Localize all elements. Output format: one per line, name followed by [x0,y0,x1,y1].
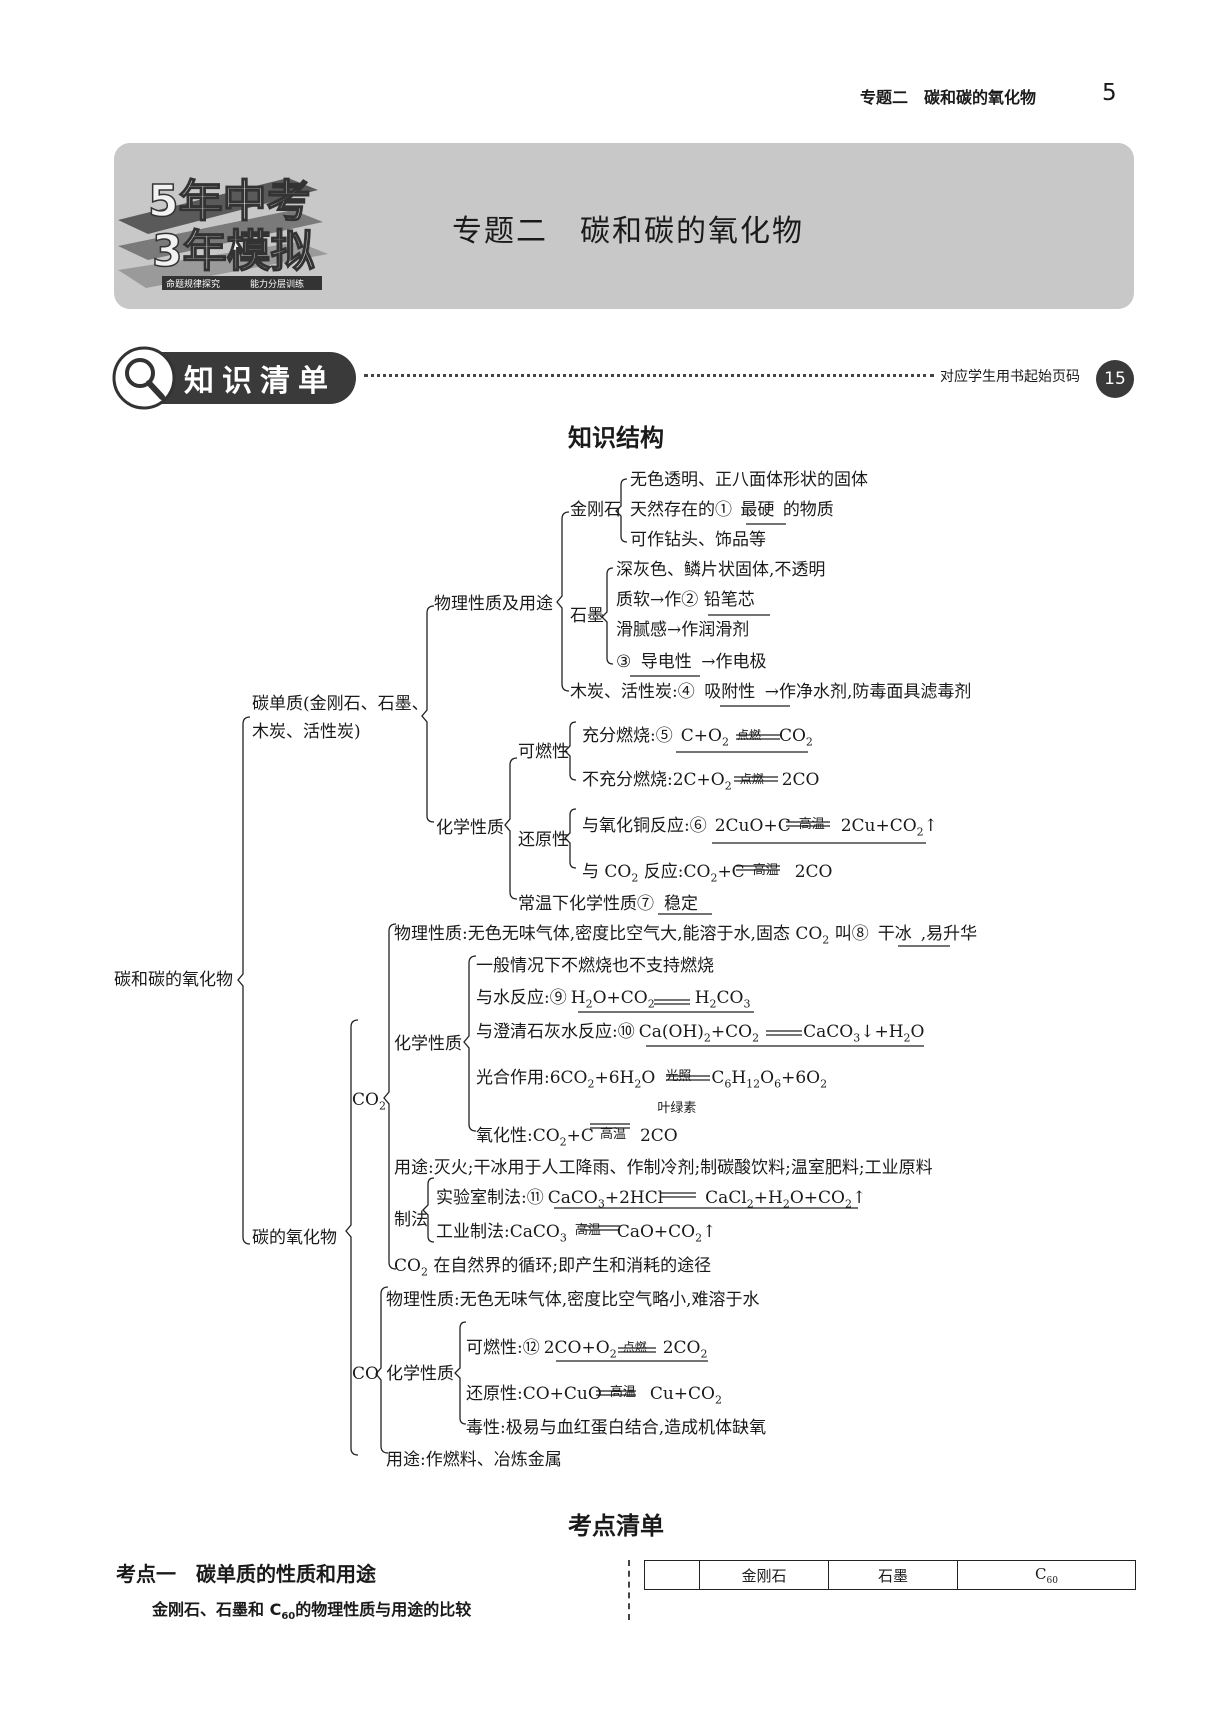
node-co-chemical: 化学性质 [386,1364,454,1384]
dot-leader [364,374,934,377]
comparison-table: 金刚石 石墨 C60 [644,1560,1136,1590]
node-flammability: 可燃性 [518,742,569,762]
magnifier-icon [112,346,176,410]
node-graphite: 石墨 [570,606,604,626]
exam-point-1-title: 考点一 碳单质的性质和用途 [116,1562,376,1586]
co-chem-brace [454,1321,467,1425]
structure-heading: 知识结构 [568,424,664,452]
node-co2: CO2 [352,1090,386,1113]
leaf-co2-uses: 用途:灭火;干冰用于人工降雨、作制冷剂;制碳酸饮料;温室肥料;工业原料 [394,1158,933,1178]
co2-chem-brace [463,955,477,1132]
logo-line1: 5年中考 [148,176,311,227]
banner-title: 专题二 碳和碳的氧化物 [452,214,804,249]
logo-small-left: 命题规律探究 [166,278,220,290]
leaf-diamond-2: 天然存在的① 最硬 的物质 [630,500,834,520]
table-header-blank [644,1560,700,1590]
running-header: 专题二 碳和碳的氧化物 [860,88,1037,107]
node-reduction: 还原性 [518,830,569,850]
table-header-c60: C60 [957,1560,1136,1590]
table-header-diamond: 金刚石 [699,1560,829,1590]
column-divider [628,1560,630,1620]
tree-root: 碳和碳的氧化物 [114,970,233,990]
leaf-graphite-3: 滑腻感→作润滑剂 [616,620,750,640]
node-diamond: 金刚石 [570,500,621,520]
logo-small-right: 能力分层训练 [250,278,304,290]
phys-brace [556,511,570,692]
node-oxides: 碳的氧化物 [252,1228,337,1248]
leaf-co-toxicity: 毒性:极易与血红蛋白结合,造成机体缺氧 [466,1418,767,1438]
leaf-co2-chem-1: 一般情况下不燃烧也不支持燃烧 [476,956,714,976]
book-logo: 5年中考 3年模拟 命题规律探究 能力分层训练 [118,175,328,290]
node-carbon-2: 木炭、活性炭) [252,722,361,742]
table-header-row: 金刚石 石墨 C60 [644,1560,1136,1590]
leaf-graphite-1: 深灰色、鳞片状固体,不透明 [616,560,826,580]
leaf-diamond-3: 可作钻头、饰品等 [630,530,766,550]
leaf-co2-cycle: CO2 在自然界的循环;即产生和消耗的途径 [394,1256,712,1279]
node-physical: 物理性质及用途 [434,594,553,614]
node-preparation: 制法 [394,1210,428,1230]
leaf-co-physical: 物理性质:无色无味气体,密度比空气略小,难溶于水 [386,1290,760,1310]
logo-line2: 3年模拟 [152,226,315,277]
leaf-co-uses: 用途:作燃料、冶炼金属 [386,1450,562,1470]
node-co2-chemical: 化学性质 [394,1034,462,1054]
leaf-diamond-1: 无色透明、正八面体形状的固体 [630,470,868,490]
chem-brace [504,757,518,900]
page-number: 5 [1102,80,1117,106]
root-brace [237,716,251,1245]
node-co: CO [352,1364,379,1384]
exam-point-1-subtitle: 金刚石、石墨和 C60的物理性质与用途的比较 [152,1600,472,1623]
node-chemical: 化学性质 [436,818,504,838]
exam-list-heading: 考点清单 [568,1512,664,1540]
start-page-badge: 15 [1096,360,1134,398]
node-carbon: 碳单质(金刚石、石墨、 [252,694,429,714]
start-page-note: 对应学生用书起始页码 [940,369,1080,385]
section-label: 知识清单 [184,364,336,399]
table-header-graphite: 石墨 [828,1560,958,1590]
carbon-brace [421,605,435,823]
oxides-brace [345,1019,359,1456]
